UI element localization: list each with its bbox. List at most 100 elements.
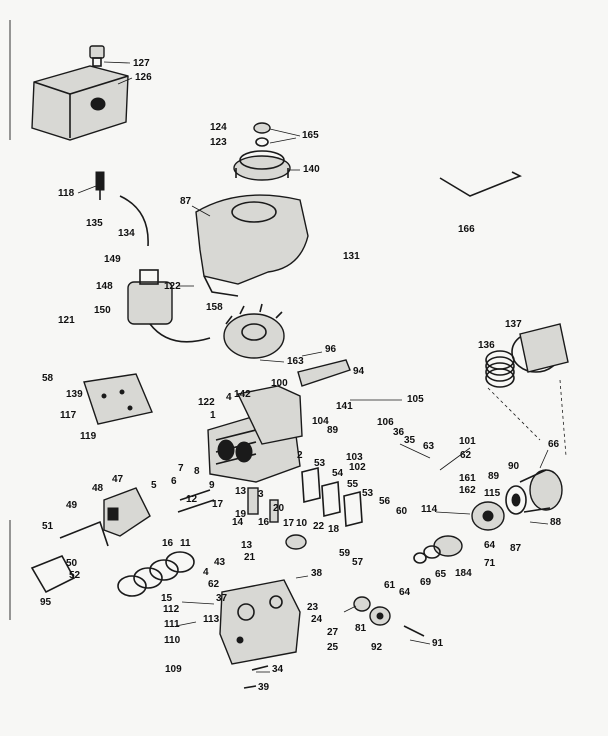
part-number-label: 91 [432,638,444,649]
part-number-label: 126 [135,72,152,83]
part-number-label: 149 [104,254,121,265]
part-number-label: 134 [118,228,135,239]
part-number-label: 14 [232,517,244,528]
part-number-label: 53 [362,488,374,499]
sprocket-part [369,606,391,626]
piston-rings [485,350,515,388]
part-number-label: 89 [327,425,339,436]
part-number-label: 131 [343,251,360,262]
part-number-label: 90 [508,461,520,472]
leader-lines [77,61,549,673]
part-number-label: 89 [488,471,500,482]
part-number-label: 50 [66,558,78,569]
starter-cup [233,150,291,181]
fuel-tank [31,65,129,141]
part-number-label: 20 [273,503,285,514]
part-number-label: 105 [407,394,424,405]
part-number-label: 69 [420,577,432,588]
drive-housing [519,469,563,513]
part-number-label: 66 [548,439,560,450]
part-number-label: 127 [133,58,150,69]
part-number-label: 7 [178,463,184,474]
part-number-label: 8 [194,466,200,477]
electric-starter [127,269,211,343]
part-number-label: 92 [371,642,383,653]
part-number-label: 51 [42,521,54,532]
part-number-label: 166 [458,224,475,235]
part-number-label: 142 [234,389,251,400]
part-number-label: 55 [347,479,359,490]
part-number-label: 2 [297,450,303,461]
part-number-label: 62 [460,450,472,461]
part-number-label: 162 [459,485,476,496]
part-number-label: 34 [272,664,284,675]
part-number-label: 22 [313,521,325,532]
blower-housing [195,194,309,297]
part-number-label: 102 [349,462,366,473]
part-number-label: 122 [164,281,181,292]
part-number-label: 71 [484,558,496,569]
washer-part [253,122,271,134]
muffler-plate [83,373,153,425]
part-number-label: 141 [336,401,353,412]
gear-part [505,485,527,515]
part-number-label: 43 [214,557,226,568]
crankcase [219,579,301,665]
part-number-label: 158 [206,302,223,313]
fuel-cap [89,45,105,67]
part-number-label: 140 [303,164,320,175]
part-number-label: 103 [346,452,363,463]
part-number-label: 124 [210,122,227,133]
part-number-label: 10 [296,518,308,529]
part-number-label: 57 [352,557,364,568]
part-number-label: 1 [210,410,216,421]
part-number-label: 53 [314,458,326,469]
assembly-guide-line [487,379,567,457]
part-number-label: 52 [69,570,81,581]
ignition-coil [297,359,351,387]
part-number-label: 9 [209,480,215,491]
part-number-label: 37 [216,593,228,604]
part-number-label: 47 [112,474,124,485]
part-number-label: 137 [505,319,522,330]
part-number-label: 106 [377,417,394,428]
part-number-label: 135 [86,218,103,229]
part-number-label: 161 [459,473,476,484]
part-number-label: 65 [435,569,447,580]
air-baffle [236,385,303,445]
carburetor [103,487,151,537]
part-number-label: 104 [312,416,329,427]
part-number-label: 49 [66,500,78,511]
part-number-label: 62 [208,579,220,590]
part-number-label: 5 [151,480,157,491]
clutch-assembly [413,535,463,564]
part-number-label: 59 [339,548,351,559]
part-number-label: 148 [96,281,113,292]
flywheel [223,303,285,359]
part-number-label: 94 [353,366,365,377]
part-number-label: 100 [271,378,288,389]
part-number-label: 110 [164,635,181,646]
part-number-label: 19 [235,509,247,520]
plug-cap [243,665,269,689]
part-number-label: 17 [212,499,224,510]
part-number-label: 119 [80,431,97,442]
part-number-label: 27 [327,627,339,638]
part-number-label: 139 [66,389,83,400]
part-number-label: 113 [203,614,220,625]
part-number-label: 112 [163,604,180,615]
part-number-label: 12 [186,494,198,505]
bolt-part [403,625,425,637]
part-number-label: 184 [455,568,472,579]
part-number-label: 21 [244,552,256,563]
part-number-label: 48 [92,483,104,494]
part-number-label: 56 [379,496,391,507]
part-number-label: 11 [180,538,191,549]
throttle-bracket [59,520,109,547]
control-bracket [439,171,522,197]
part-number-label: 23 [307,602,319,613]
part-number-label: 64 [484,540,496,551]
part-number-label: 4 [226,392,232,403]
